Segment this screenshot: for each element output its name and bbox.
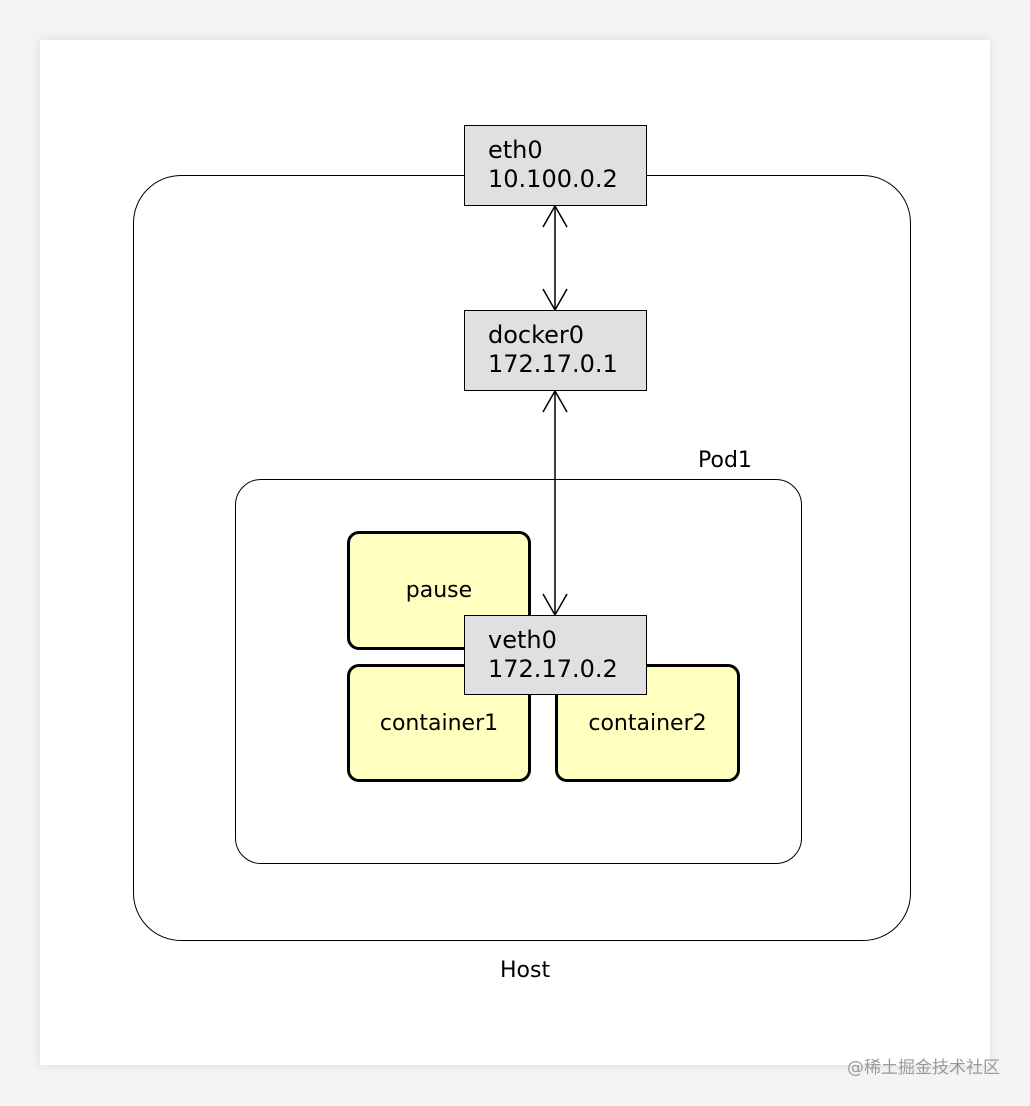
interface-eth0: eth0 10.100.0.2	[464, 125, 647, 206]
eth0-name: eth0	[488, 136, 543, 164]
veth0-name: veth0	[488, 626, 557, 654]
docker0-name: docker0	[488, 321, 585, 349]
pod-label: Pod1	[698, 448, 752, 473]
interface-docker0: docker0 172.17.0.1	[464, 310, 647, 391]
watermark: @稀土掘金技术社区	[847, 1058, 1000, 1078]
container-1-label: container1	[379, 710, 499, 736]
docker0-ip: 172.17.0.1	[488, 350, 618, 378]
interface-veth0: veth0 172.17.0.2	[464, 615, 647, 695]
container-2-label: container2	[588, 710, 707, 736]
eth0-ip: 10.100.0.2	[488, 165, 618, 193]
container-pause-label: pause	[405, 578, 473, 603]
host-label: Host	[500, 958, 551, 983]
veth0-ip: 172.17.0.2	[488, 655, 618, 683]
